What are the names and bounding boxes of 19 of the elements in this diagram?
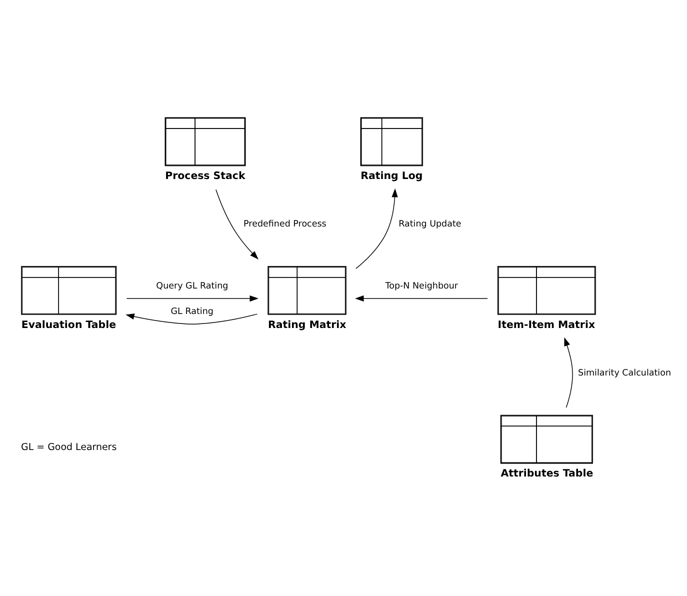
edge-label: Top-N Neighbour [385,280,458,291]
arrow [126,294,258,302]
arrow [356,188,398,268]
arrow [355,294,488,302]
node-label: Item-Item Matrix [498,319,596,330]
arrow [216,188,258,259]
node-label: Rating Log [360,170,423,182]
edge-label: Rating Update [398,219,462,230]
node-label: Attributes Table [500,468,594,480]
arrow [126,313,258,324]
node-label: Rating Matrix [268,319,346,330]
edge-label: Similarity Calculation [578,368,672,378]
edge-label: Query GL Rating [156,280,228,291]
node-label: Process Stack [165,170,246,182]
edge-label: GL Rating [170,306,214,316]
node-label: Evaluation Table [21,319,116,330]
label: GL = Good Learners [21,441,117,452]
arrow [564,336,573,408]
edge-label: Predefined Process [244,219,326,230]
